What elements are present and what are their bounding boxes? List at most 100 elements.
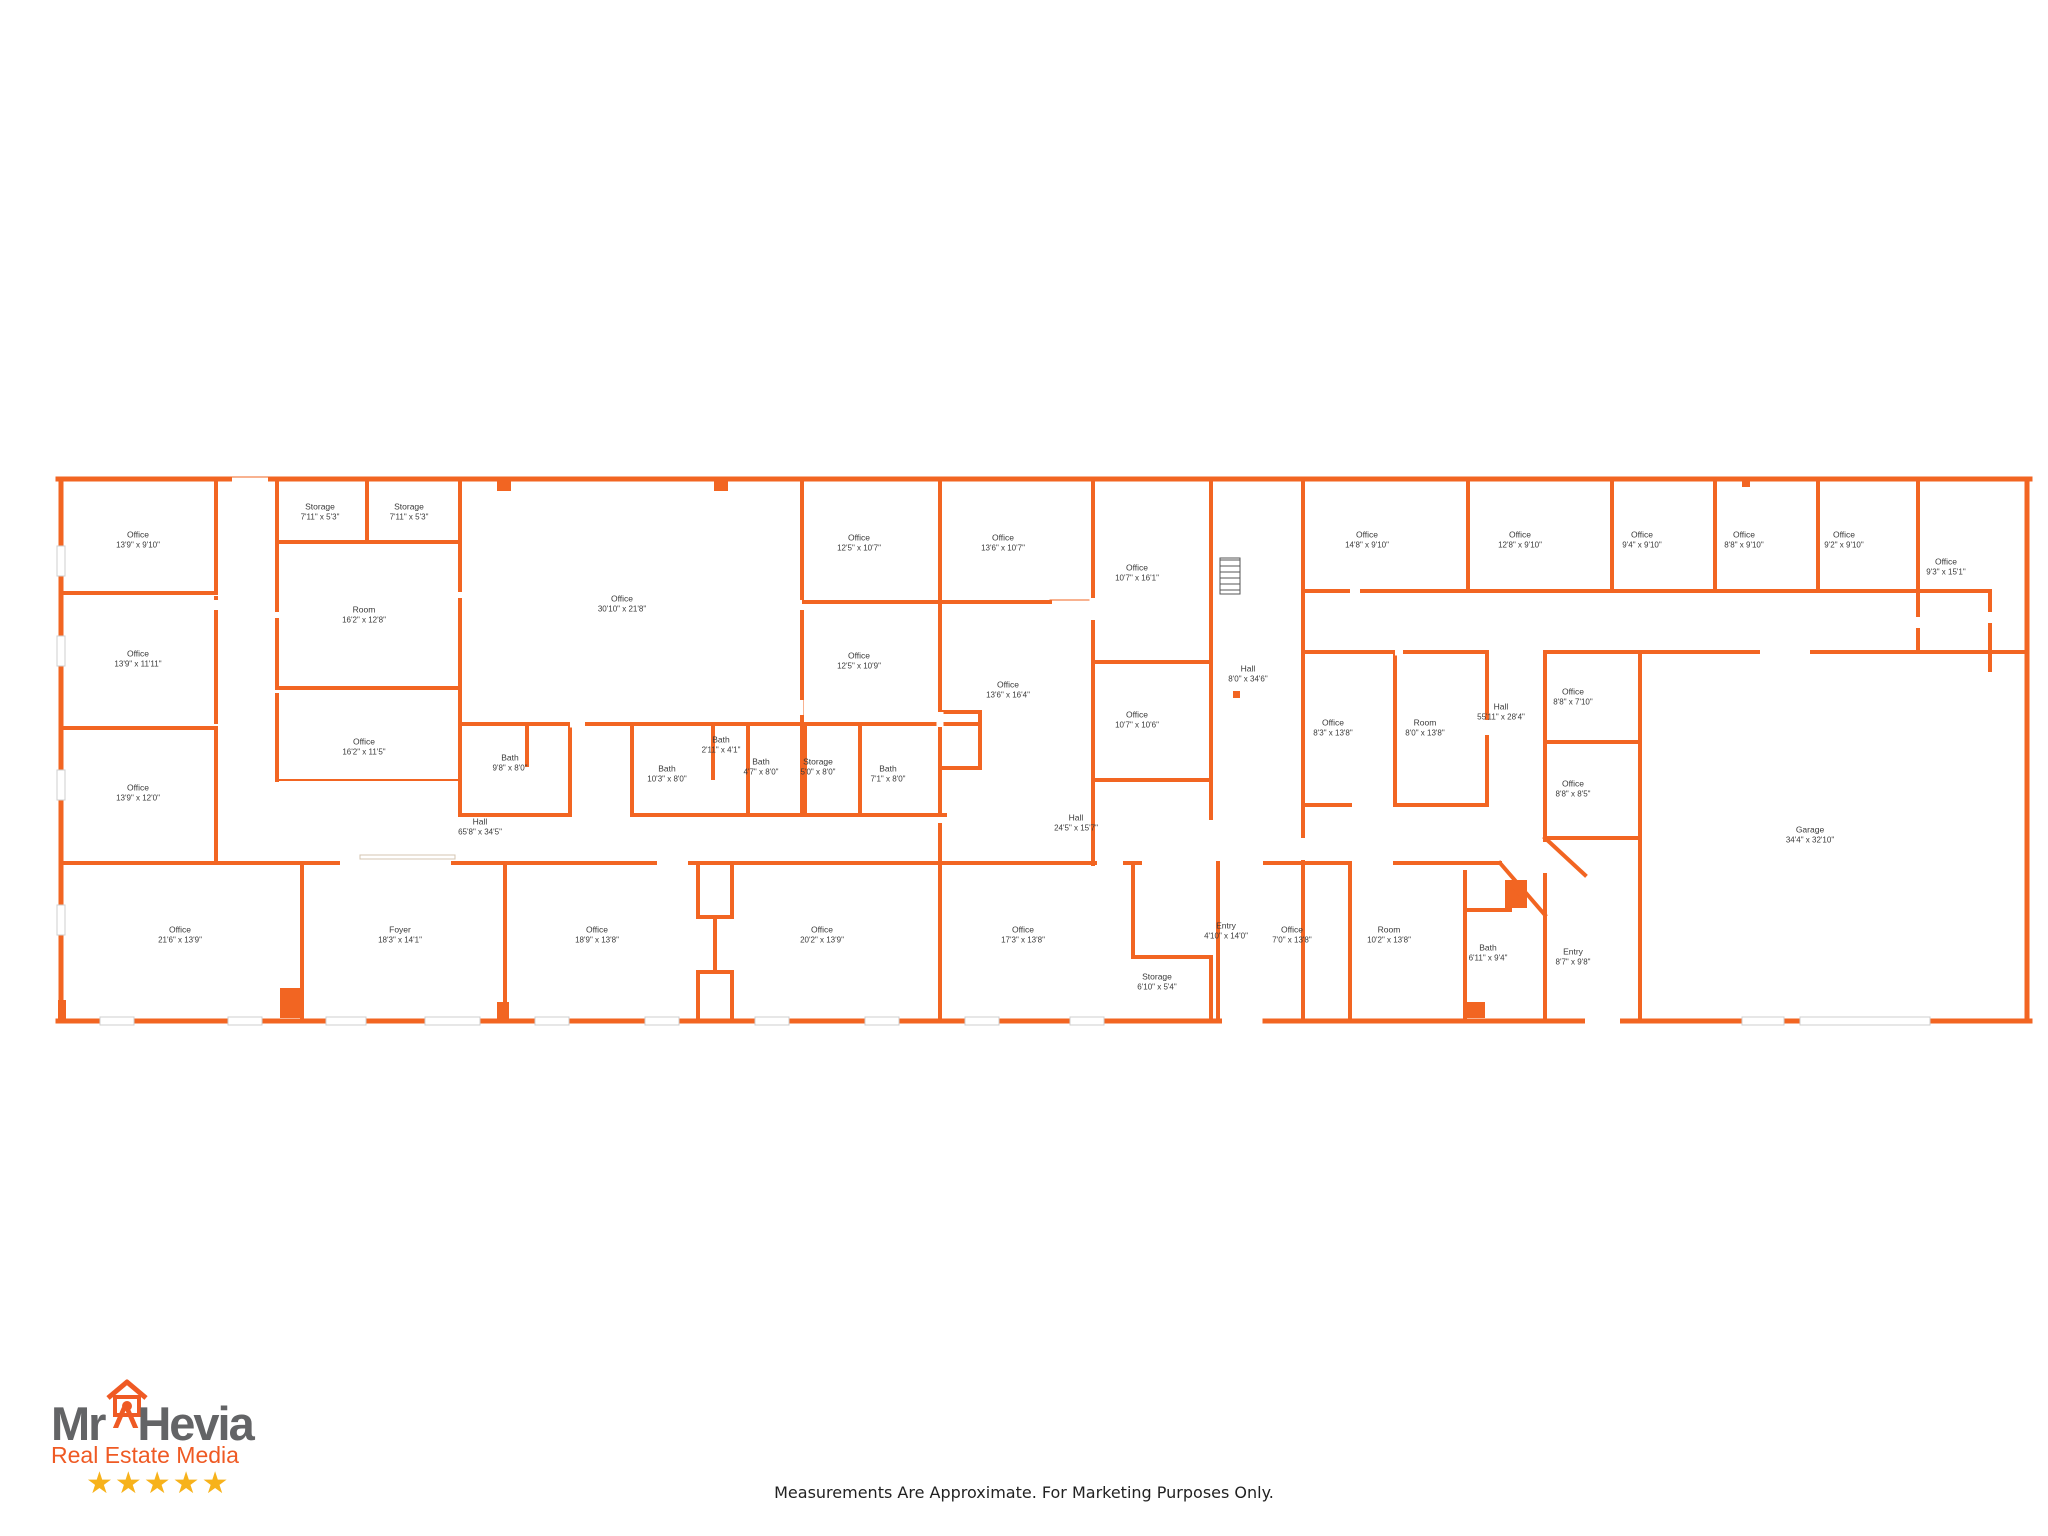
room-name: Storage [305,501,335,512]
room-dimensions: 2'11" x 4'1" [701,745,741,755]
company-logo: Mr ^Hevia Real Estate Media ★★★★★ [48,1378,288,1503]
room-name: Office [1561,686,1585,697]
window [644,1016,680,1026]
room-dimensions: 10'7" x 16'1" [1115,573,1159,583]
room-name: Office [1832,529,1856,540]
room-dimensions: 16'2" x 11'5" [342,747,386,757]
room-name: Office [1630,529,1654,540]
room-dimensions: 13'9" x 9'10" [116,540,160,550]
room-dimensions: 17'3" x 13'8" [1001,935,1045,945]
window [359,854,456,860]
room-dimensions: 13'9" x 12'0" [116,793,160,803]
room-name: Room [1413,717,1437,728]
window [1741,1016,1785,1026]
room-name: Office [1280,924,1304,935]
room-name: Hall [1240,663,1256,674]
window [864,1016,900,1026]
room-name: Office [847,532,871,543]
room-name: Office [1934,556,1958,567]
room-dimensions: 7'0" x 13'8" [1272,935,1312,945]
logo-tagline: Real Estate Media [51,1442,239,1468]
walls [55,476,2033,1024]
window [56,545,66,577]
window [964,1016,1000,1026]
room-name: Office [1125,562,1149,573]
room-name: Office [1125,709,1149,720]
window [56,769,66,801]
door-openings [212,477,1810,1025]
room-name: Storage [1142,971,1172,982]
room-dimensions: 4'10" x 14'0" [1204,931,1248,941]
room-dimensions: 12'8" x 9'10" [1498,540,1542,550]
room-dimensions: 8'0" x 34'6" [1228,674,1268,684]
stair-outline [1219,557,1241,595]
room-dimensions: 10'3" x 8'0" [647,774,687,784]
room-name: Room [1377,924,1401,935]
room-dimensions: 6'11" x 9'4" [1468,953,1508,963]
column-block [1742,479,1750,487]
room-name: Entry [1563,946,1583,957]
room-name: Office [126,782,150,793]
room-name: Bath [879,763,897,774]
room-name: Office [352,736,376,747]
room-dimensions: 7'11" x 5'3" [389,512,429,522]
room-dimensions: 4'7" x 8'0" [743,767,779,777]
room-dimensions: 8'0" x 13'8" [1405,728,1445,738]
window [325,1016,367,1026]
room-dimensions: 6'10" x 5'4" [1137,982,1177,992]
window [99,1016,135,1026]
structural-columns [58,479,1750,1020]
room-dimensions: 13'6" x 16'4" [986,690,1030,700]
window [1799,1016,1931,1026]
room-name: Office [126,529,150,540]
room-name: Office [610,593,634,604]
room-dimensions: 14'8" x 9'10" [1345,540,1389,550]
room-name: Office [126,648,150,659]
room-name: Bath [658,763,676,774]
column-block [714,479,728,491]
room-dimensions: 9'2" x 9'10" [1824,540,1864,550]
room-name: Entry [1216,920,1236,931]
room-name: Hall [1068,812,1084,823]
room-dimensions: 8'8" x 8'5" [1555,789,1591,799]
room-dimensions: 24'5" x 15'7" [1054,823,1098,833]
room-name: Office [996,679,1020,690]
room-name: Bath [1479,942,1497,953]
room-name: Office [991,532,1015,543]
wall-segment [1542,835,1588,878]
room-dimensions: 7'11" x 5'3" [300,512,340,522]
room-name: Office [1732,529,1756,540]
room-name: Office [585,924,609,935]
room-name: Foyer [389,924,411,935]
room-dimensions: 65'8" x 34'5" [458,827,502,837]
room-name: Room [352,604,376,615]
room-dimensions: 21'6" x 13'9" [158,935,202,945]
room-dimensions: 9'3" x 15'1" [1926,567,1966,577]
rating-stars: ★★★★★ [86,1466,231,1501]
room-name: Office [1321,717,1345,728]
